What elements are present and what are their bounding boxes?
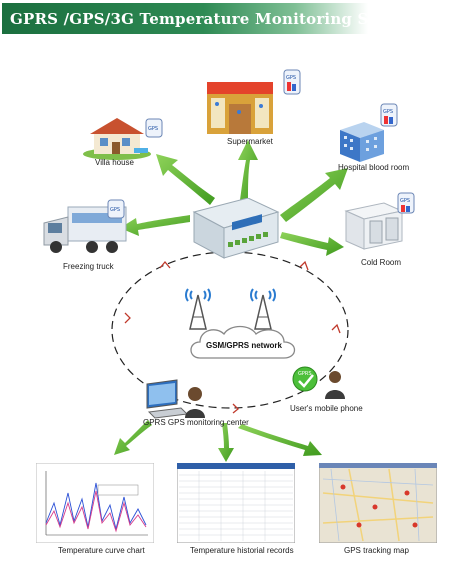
loop-chevrons	[124, 260, 341, 414]
gps-badge-coldroom: GPS	[396, 191, 418, 217]
gps-badge-villa: GPS	[145, 118, 165, 140]
records-label: Temperature historial records	[190, 546, 294, 555]
arrow-supermarket	[238, 140, 258, 200]
tower-icon-left	[181, 287, 215, 331]
mobile-user-image: GPRS	[289, 365, 349, 401]
temperature-curve-thumbnail	[36, 463, 154, 543]
svg-text:GPS: GPS	[110, 207, 120, 213]
supermarket-image	[207, 82, 273, 134]
arrow-map	[238, 424, 322, 456]
truck-label: Freezing truck	[63, 262, 114, 271]
network-loop	[111, 251, 349, 409]
arrow-records	[218, 423, 234, 462]
gateway-device	[188, 198, 280, 262]
arrow-curve	[114, 420, 152, 455]
arrow-coldroom	[280, 232, 344, 256]
svg-text:GPS: GPS	[148, 126, 158, 132]
gps-badge-truck: GPS	[107, 199, 127, 221]
arrow-villa	[156, 154, 215, 205]
curve-label: Temperature curve chart	[58, 546, 145, 555]
svg-text:GPS: GPS	[383, 109, 393, 115]
monitoring-center-label: GPRS GPS monitoring center	[143, 418, 249, 427]
map-label: GPS tracking map	[344, 546, 409, 555]
arrow-truck	[120, 215, 190, 236]
tower-icon-right	[246, 287, 280, 331]
hospital-label: Hospital blood room	[338, 163, 410, 172]
svg-text:GPS: GPS	[286, 75, 296, 81]
network-label: GSM/GPRS network	[205, 341, 282, 350]
svg-text:GPRS: GPRS	[298, 371, 312, 377]
gps-map-thumbnail	[319, 463, 437, 543]
svg-text:GPS: GPS	[400, 198, 410, 204]
mobile-label: User's mobile phone	[290, 404, 363, 413]
coldroom-label: Cold Room	[361, 258, 402, 267]
monitoring-center-image	[143, 378, 213, 422]
historical-records-thumbnail	[177, 463, 295, 543]
hospital-image	[336, 116, 386, 164]
arrow-hospital	[280, 168, 348, 222]
title-banner: GPRS /GPS/3G Temperature Monitoring Solu…	[2, 3, 430, 34]
supermarket-label: Supermarket	[227, 137, 273, 146]
villa-label: Villa house	[95, 158, 134, 167]
villa-image	[82, 110, 152, 160]
page-title: GPRS /GPS/3G Temperature Monitoring Solu…	[10, 10, 431, 28]
coldroom-image	[344, 201, 404, 251]
gps-badge-supermarket: GPS	[282, 68, 304, 98]
truck-image	[42, 205, 128, 255]
gps-badge-hospital: GPS	[379, 102, 401, 130]
cloud-icon	[186, 322, 302, 368]
green-arrows	[114, 140, 348, 462]
